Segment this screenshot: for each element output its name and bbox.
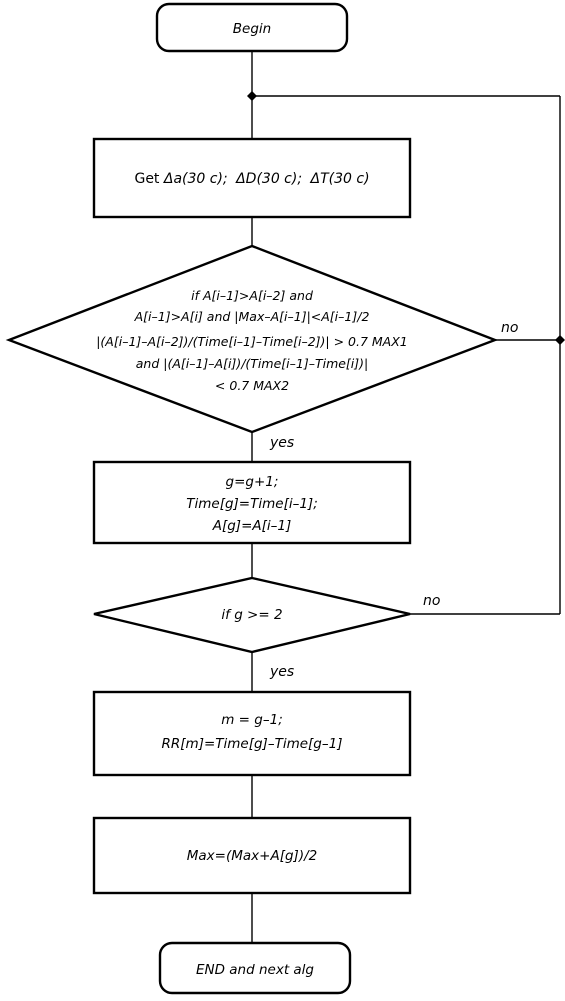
update-max-process-box: Max=(Max+A[g])/2 bbox=[92, 816, 412, 895]
update-g-line-1: g=g+1; bbox=[226, 474, 279, 490]
get-delta-d: ΔD(30 c); bbox=[235, 171, 302, 187]
end-terminator: END and next alg bbox=[158, 941, 352, 995]
condition-1-line-2: A[i–1]>A[i] and |Max–A[i–1]|<A[i–1]/2 bbox=[134, 309, 370, 324]
condition-1-line-5: < 0.7 MAX2 bbox=[215, 378, 289, 393]
update-g-line-2: Time[g]=Time[i–1]; bbox=[186, 496, 318, 512]
get-prefix: Get bbox=[134, 171, 163, 187]
end-label: END and next alg bbox=[196, 962, 314, 978]
get-label: Get Δa(30 c); ΔD(30 c); ΔT(30 c) bbox=[134, 171, 369, 187]
update-g-process-box: g=g+1; Time[g]=Time[i–1]; A[g]=A[i–1] bbox=[92, 460, 412, 545]
no-label-2: no bbox=[423, 593, 440, 609]
compute-rr-line-2: RR[m]=Time[g]–Time[g–1] bbox=[162, 736, 343, 752]
condition-1-decision: if A[i–1]>A[i–2] and A[i–1]>A[i] and |Ma… bbox=[5, 244, 499, 434]
get-delta-a: Δa(30 c); bbox=[163, 171, 228, 187]
begin-terminator: Begin bbox=[155, 2, 349, 53]
condition-1-line-3: |(A[i–1]–A[i–2])/(Time[i–1]–Time[i–2])| … bbox=[96, 334, 408, 349]
no-label-1: no bbox=[501, 320, 518, 336]
yes-label-1: yes bbox=[269, 435, 294, 451]
junction-dot-right bbox=[555, 335, 565, 345]
junction-dot-top bbox=[247, 91, 257, 101]
condition-2-decision: if g >= 2 bbox=[93, 576, 411, 654]
update-g-line-3: A[g]=A[i–1] bbox=[212, 518, 292, 534]
yes-label-2: yes bbox=[269, 664, 294, 680]
compute-rr-line-1: m = g–1; bbox=[221, 712, 283, 728]
condition-2-label: if g >= 2 bbox=[221, 607, 282, 623]
update-max-label: Max=(Max+A[g])/2 bbox=[187, 848, 317, 864]
condition-1-line-4: and |(A[i–1]–A[i])/(Time[i–1]–Time[i])| bbox=[136, 356, 369, 371]
get-delta-t: ΔT(30 c) bbox=[310, 171, 370, 187]
begin-label: Begin bbox=[233, 21, 271, 37]
condition-1-line-1: if A[i–1]>A[i–2] and bbox=[191, 288, 313, 303]
connectors bbox=[247, 51, 565, 943]
compute-rr-process-box: m = g–1; RR[m]=Time[g]–Time[g–1] bbox=[92, 690, 412, 777]
get-process-box: Get Δa(30 c); ΔD(30 c); ΔT(30 c) bbox=[92, 137, 412, 219]
